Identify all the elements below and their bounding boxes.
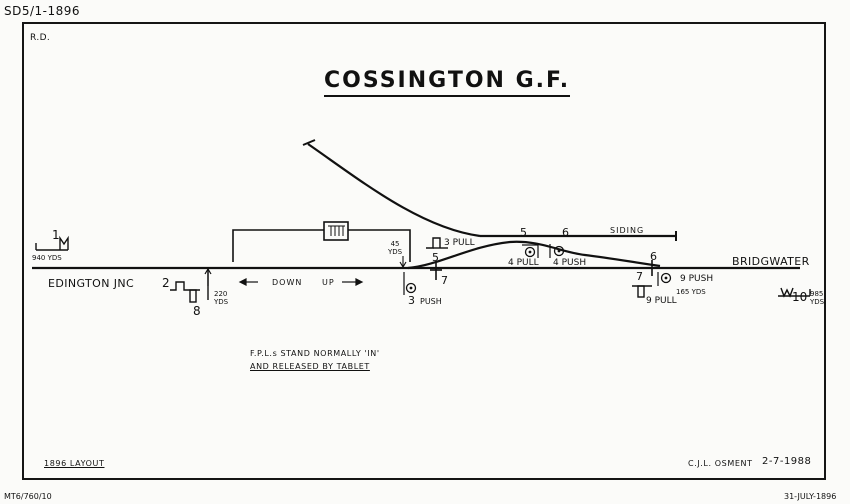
lever-7-right-number: 7 (636, 270, 643, 283)
marker-220 (204, 267, 212, 286)
rd-mark: R.D. (30, 33, 51, 43)
lever-5-top-number: 5 (520, 226, 527, 239)
drawing-date: 2-7-1988 (762, 456, 812, 467)
signal-10-distance: 985 YDS (810, 290, 825, 306)
lever-4-pull-label: 4 PULL (508, 258, 539, 268)
signal-1-distance: 940 YDS (32, 254, 62, 262)
drawing-reference: SD5/1-1896 (4, 4, 81, 18)
signal-10-symbol (778, 287, 811, 298)
direction-down-label: DOWN (272, 278, 303, 287)
lever-7-left-number: 7 (441, 274, 448, 287)
marker-45-distance: 45 YDS (388, 240, 403, 256)
lever-3-push-label: PUSH (420, 297, 442, 306)
signal-2-8-symbol (170, 268, 209, 303)
lever-3-pull-symbol (426, 237, 448, 249)
marker-45 (399, 256, 407, 269)
lever-6-right-number: 6 (650, 250, 657, 263)
signal-1-number: 1 (52, 228, 60, 242)
lever-4-pull-symbol (522, 244, 539, 258)
author-label: C.J.L. OSMENT (688, 459, 753, 468)
siding-curve (307, 143, 481, 238)
marker-220-distance: 220 YDS (214, 290, 229, 306)
signal-10-number: 10 (792, 290, 808, 304)
page-title: COSSINGTON G.F. (324, 68, 571, 97)
up-arrowhead (355, 278, 364, 286)
lever-3-push-number: 3 (408, 294, 415, 307)
lever-3-push-symbol (403, 272, 417, 295)
lever-4-push-label: 4 PUSH (553, 258, 587, 268)
date-stamp: 31-JULY-1896 (784, 492, 837, 501)
lever-9-pull-symbol (632, 285, 652, 298)
lever-3-pull-label: 3 PULL (444, 238, 475, 248)
lever-165-distance: 165 YDS (676, 288, 706, 296)
left-station-label: EDINGTON JNC (48, 277, 135, 290)
lever-9-pull-label: 9 PULL (646, 296, 677, 306)
siding-label: SIDING (610, 226, 645, 235)
signal-8-number: 8 (193, 304, 201, 318)
direction-up-label: UP (322, 278, 335, 287)
note-line-2: AND RELEASED BY TABLET (250, 362, 370, 371)
lever-4-push-symbol (549, 244, 565, 258)
lever-9-push-symbol (657, 272, 672, 286)
ground-frame-hut (323, 221, 349, 241)
signal-2-number: 2 (162, 276, 170, 290)
signal-1-symbol (35, 235, 69, 251)
ground-frame-connection (232, 229, 411, 262)
lever-5-left-number: 5 (432, 251, 439, 264)
right-station-label: BRIDGWATER (732, 255, 810, 268)
layout-label: 1896 LAYOUT (44, 459, 105, 468)
down-arrowhead (238, 278, 247, 286)
mt-reference: MT6/760/10 (4, 492, 52, 501)
lever-9-push-label: 9 PUSH (680, 274, 714, 284)
lever-6-7-symbol (646, 260, 658, 276)
lever-5-7-symbol (430, 262, 442, 280)
lever-6-top-number: 6 (562, 226, 569, 239)
buffer-stop-curve (302, 139, 316, 146)
drawing-frame (22, 22, 826, 480)
note-line-1: F.P.L.s STAND NORMALLY 'IN' (250, 349, 380, 358)
crossover-loop (407, 240, 661, 270)
